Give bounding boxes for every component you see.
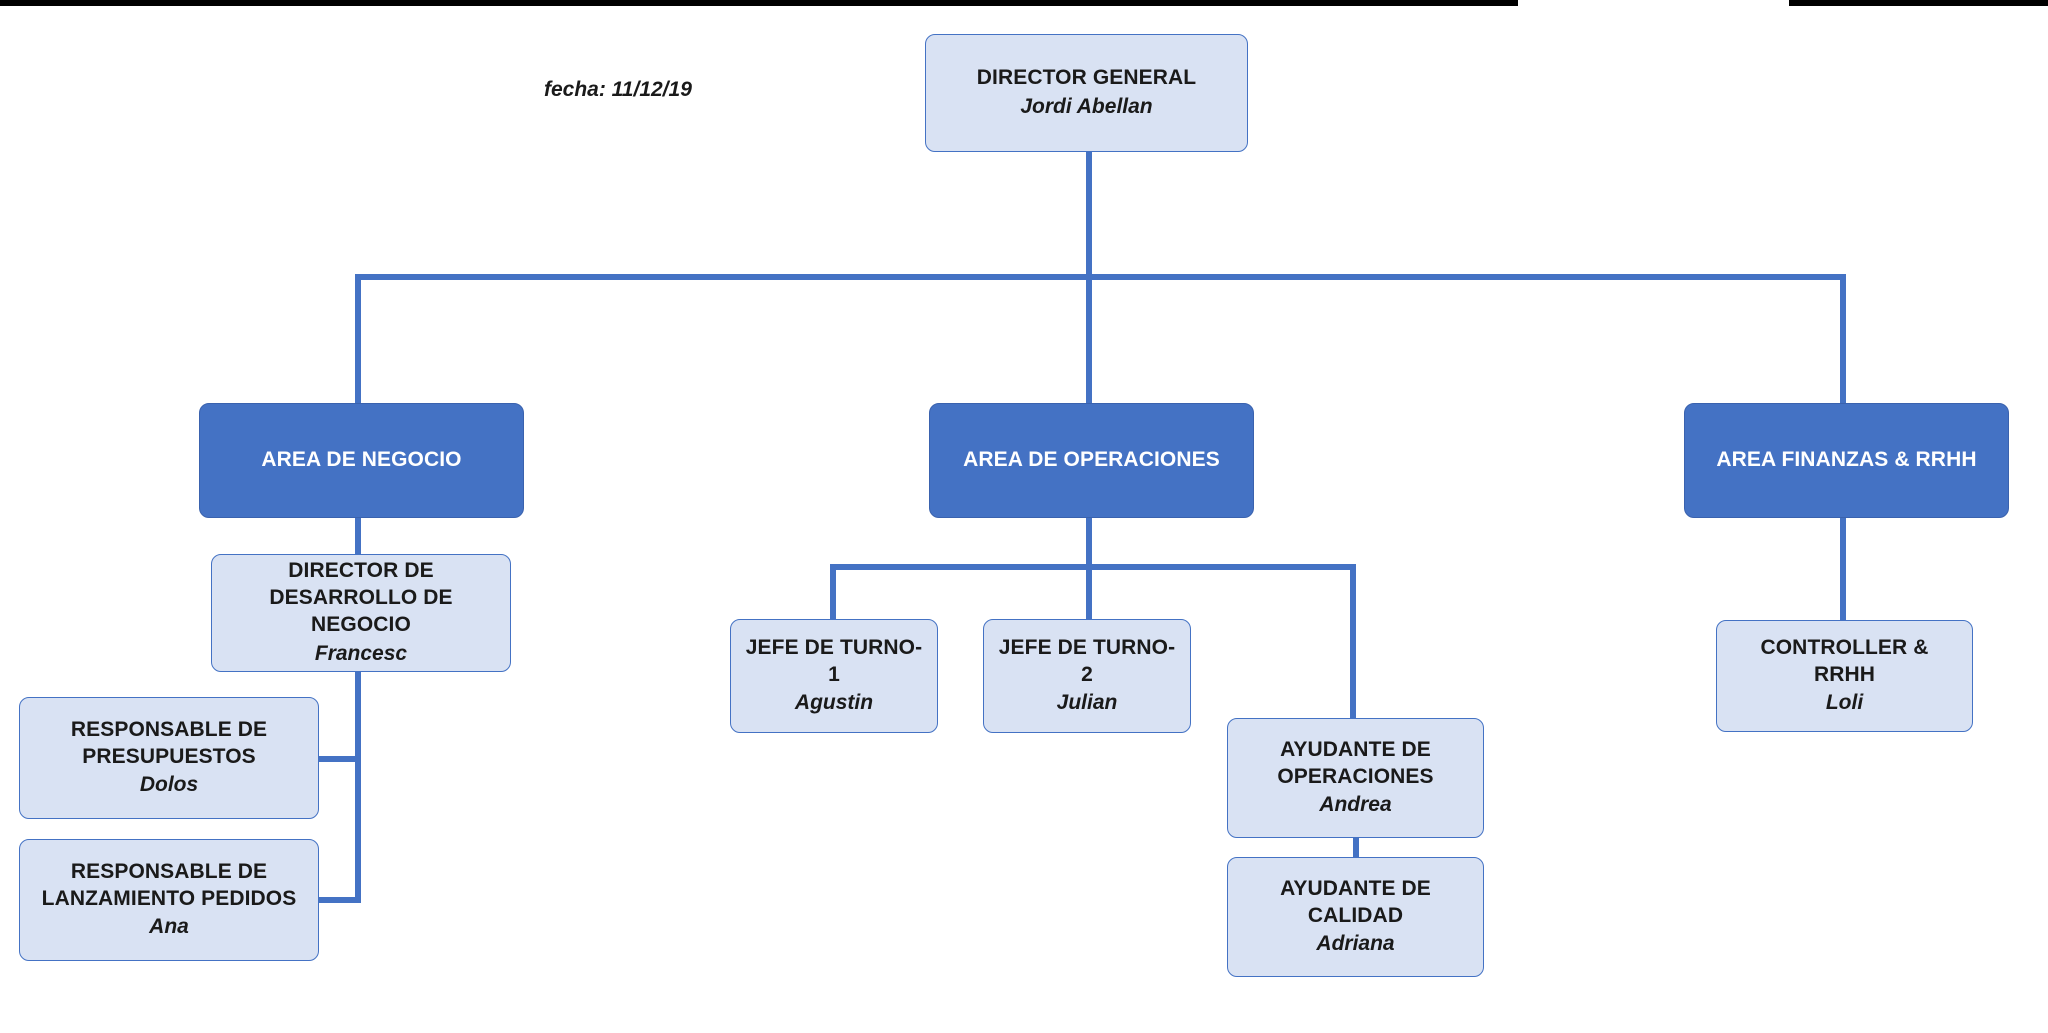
node-title: AYUDANTE DE CALIDAD	[1280, 876, 1431, 927]
node-title: JEFE DE TURNO-2	[998, 635, 1176, 686]
connector-operaciones-bus	[830, 564, 1356, 570]
node-person: Loli	[1825, 691, 1864, 715]
connector-director-stem	[1086, 152, 1092, 278]
node-person: Julian	[1056, 691, 1118, 715]
node-ayudante-operaciones[interactable]: AYUDANTE DE OPERACIONES Andrea	[1227, 718, 1484, 838]
node-area-finanzas[interactable]: AREA FINANZAS & RRHH	[1684, 403, 2009, 518]
connector-drop-jefe-turno-2	[1086, 564, 1092, 620]
node-person: Jordi Abellan	[1020, 95, 1153, 118]
node-person: Ana	[149, 915, 189, 939]
node-jefe-turno-1[interactable]: JEFE DE TURNO-1 Agustin	[730, 619, 938, 733]
node-title: AREA DE OPERACIONES	[963, 448, 1220, 472]
connector-to-responsable-lanzamiento	[318, 897, 361, 903]
node-title: RESPONSABLE DE LANZAMIENTO PEDIDOS	[41, 859, 297, 910]
node-director-general[interactable]: DIRECTOR GENERAL Jordi Abellan	[925, 34, 1248, 152]
connector-drop-negocio	[355, 274, 361, 405]
node-ayudante-calidad[interactable]: AYUDANTE DE CALIDAD Adriana	[1227, 857, 1484, 977]
connector-main-bus	[355, 274, 1846, 280]
node-title: AREA DE NEGOCIO	[261, 448, 462, 472]
connector-drop-jefe-turno-1	[830, 564, 836, 620]
connector-negocio-to-director-desarrollo	[355, 518, 361, 555]
node-person: Adriana	[1316, 932, 1395, 956]
node-title: DIRECTOR GENERAL	[976, 66, 1197, 90]
node-area-operaciones[interactable]: AREA DE OPERACIONES	[929, 403, 1254, 518]
node-person: Andrea	[1319, 793, 1392, 817]
node-title: RESPONSABLE DE PRESUPUESTOS	[70, 717, 268, 768]
connector-operaciones-stem	[1086, 518, 1092, 570]
node-person: Francesc	[314, 641, 408, 665]
node-title: CONTROLLER & RRHH	[1760, 635, 1929, 686]
node-responsable-lanzamiento[interactable]: RESPONSABLE DE LANZAMIENTO PEDIDOS Ana	[19, 839, 319, 961]
connector-finanzas-to-controller	[1840, 518, 1846, 622]
node-jefe-turno-2[interactable]: JEFE DE TURNO-2 Julian	[983, 619, 1191, 733]
connector-drop-operaciones	[1086, 274, 1092, 405]
node-person: Dolos	[139, 773, 199, 797]
top-crop-bar-left	[0, 0, 1518, 6]
connector-drop-finanzas	[1840, 274, 1846, 405]
date-label: fecha: 11/12/19	[544, 78, 692, 101]
node-director-desarrollo[interactable]: DIRECTOR DE DESARROLLO DE NEGOCIO France…	[211, 554, 511, 672]
node-title: JEFE DE TURNO-1	[745, 635, 923, 686]
node-controller-rrhh[interactable]: CONTROLLER & RRHH Loli	[1716, 620, 1973, 732]
connector-desarrollo-spine	[355, 670, 361, 903]
top-crop-bar-right	[1789, 0, 2048, 6]
node-area-negocio[interactable]: AREA DE NEGOCIO	[199, 403, 524, 518]
node-title: AREA FINANZAS & RRHH	[1716, 448, 1977, 472]
connector-drop-ayudante-operaciones	[1350, 564, 1356, 719]
node-responsable-presupuestos[interactable]: RESPONSABLE DE PRESUPUESTOS Dolos	[19, 697, 319, 819]
connector-ayudante-operaciones-to-calidad	[1353, 836, 1359, 859]
node-title: AYUDANTE DE OPERACIONES	[1277, 737, 1434, 788]
node-title: DIRECTOR DE DESARROLLO DE NEGOCIO	[269, 559, 453, 636]
node-person: Agustin	[794, 691, 874, 715]
connector-to-responsable-presupuestos	[318, 756, 361, 762]
